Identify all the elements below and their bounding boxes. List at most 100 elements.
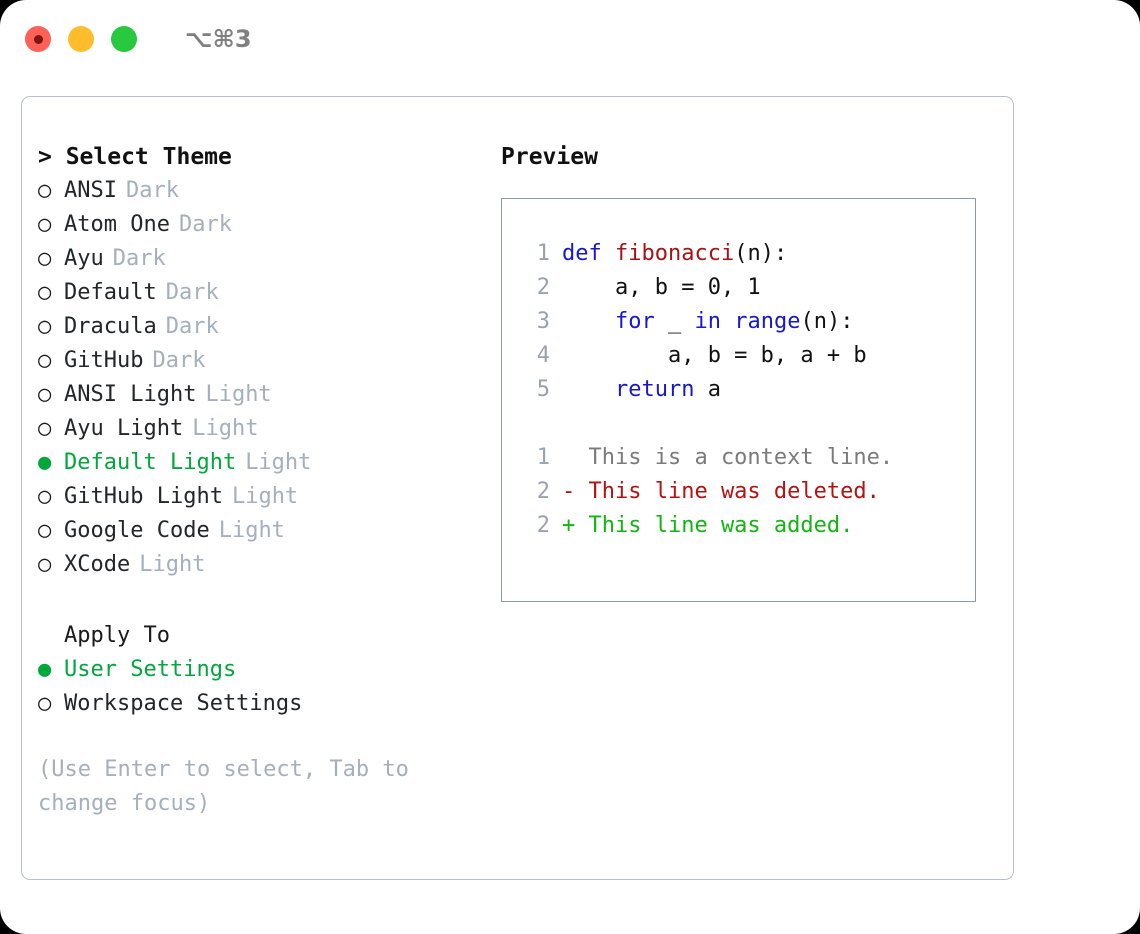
line-number: 5 (536, 377, 550, 402)
apply-to-option[interactable]: ○ Workspace Settings (38, 687, 468, 721)
theme-name: Ayu (64, 246, 104, 271)
theme-list-item[interactable]: ○ Default Dark (38, 276, 468, 310)
theme-name: Default (64, 280, 157, 305)
theme-name: Default Light (64, 450, 237, 475)
diff-line: 2 - This line was deleted. (516, 475, 975, 509)
code-line: 4 a, b = b, a + b (516, 339, 975, 373)
theme-list-item[interactable]: ○ Google Code Light (38, 514, 468, 548)
code-line: 5 return a (516, 373, 975, 407)
theme-name: XCode (64, 552, 131, 577)
code-token: return (614, 377, 695, 402)
theme-name: Ayu Light (64, 416, 184, 441)
theme-list-item[interactable]: ○ XCode Light (38, 548, 468, 582)
theme-variant-tag: Dark (165, 314, 219, 339)
code-token: a, b = b, a + b (562, 343, 867, 368)
code-token: a, b = 0, 1 (562, 275, 761, 300)
keyboard-shortcut-label: ⌥⌘3 (185, 25, 252, 53)
code-token: a (694, 377, 721, 402)
code-text: for _ in range(n): (562, 305, 853, 339)
section-spacer (38, 582, 468, 619)
theme-name: GitHub (64, 348, 144, 373)
theme-variant-tag: Dark (125, 178, 179, 203)
radio-unselected-icon: ○ (38, 314, 52, 339)
theme-list-item[interactable]: ○ Atom One Dark (38, 208, 468, 242)
radio-unselected-icon: ○ (38, 280, 52, 305)
theme-picker-title: > Select Theme (38, 144, 232, 170)
apply-to-label: User Settings (64, 657, 237, 682)
line-number: 4 (536, 343, 550, 368)
title-bar: ⌥⌘3 (0, 0, 1140, 78)
code-token: in (694, 309, 721, 334)
apply-to-list: ● User Settings ○ Workspace Settings (38, 653, 468, 721)
theme-list-item[interactable]: ○ GitHub Dark (38, 344, 468, 378)
theme-name: Atom One (64, 212, 170, 237)
code-token: (n): (800, 309, 854, 334)
diff-sample: 1 This is a context line. 2 - This line wa… (516, 441, 975, 543)
diff-text: + This line was added. (562, 513, 854, 538)
code-line: 3 for _ in range(n): (516, 305, 975, 339)
theme-name: Google Code (64, 518, 210, 543)
theme-variant-tag: Light (139, 552, 206, 577)
code-token (562, 309, 615, 334)
code-token: def (562, 241, 615, 266)
code-text: return a (562, 373, 721, 407)
code-token: _ (654, 309, 695, 334)
theme-list-item[interactable]: ○ Ayu Dark (38, 242, 468, 276)
code-token: range (734, 309, 801, 334)
apply-to-option[interactable]: ● User Settings (38, 653, 468, 687)
keyboard-hint: (Use Enter to select, Tab to change focu… (38, 757, 409, 816)
line-number: 1 (536, 445, 550, 470)
theme-list-item[interactable]: ○ Dracula Dark (38, 310, 468, 344)
theme-variant-tag: Dark (178, 212, 232, 237)
radio-unselected-icon: ○ (38, 518, 52, 543)
radio-selected-icon: ● (38, 450, 52, 475)
theme-variant-tag: Light (205, 382, 272, 407)
radio-unselected-icon: ○ (38, 246, 52, 271)
theme-variant-tag: Light (192, 416, 259, 441)
radio-unselected-icon: ○ (38, 348, 52, 373)
radio-unselected-icon: ○ (38, 552, 52, 577)
close-button[interactable] (25, 26, 51, 52)
line-number: 2 (536, 513, 550, 538)
code-token: (n): (734, 241, 788, 266)
theme-variant-tag: Dark (112, 246, 166, 271)
radio-selected-icon: ● (38, 657, 52, 682)
code-token (721, 309, 734, 334)
radio-unselected-icon: ○ (38, 178, 52, 203)
maximize-button[interactable] (111, 26, 137, 52)
line-number: 2 (536, 479, 550, 504)
theme-variant-tag: Light (218, 518, 285, 543)
window-controls (25, 26, 137, 52)
radio-unselected-icon: ○ (38, 212, 52, 237)
code-line: 2 a, b = 0, 1 (516, 271, 975, 305)
code-text: a, b = b, a + b (562, 339, 867, 373)
diff-line: 1 This is a context line. (516, 441, 975, 475)
code-token (562, 377, 615, 402)
apply-to-label: Workspace Settings (64, 691, 303, 716)
minimize-button[interactable] (68, 26, 94, 52)
preview-title: Preview (501, 144, 598, 170)
line-number: 3 (536, 309, 550, 334)
radio-unselected-icon: ○ (38, 691, 52, 716)
theme-variant-tag: Dark (165, 280, 219, 305)
theme-variant-tag: Dark (152, 348, 206, 373)
diff-line: 2 + This line was added. (516, 509, 975, 543)
theme-name: Dracula (64, 314, 157, 339)
code-text: def fibonacci(n): (562, 237, 787, 271)
theme-name: GitHub Light (64, 484, 223, 509)
diff-text: - This line was deleted. (562, 479, 880, 504)
radio-unselected-icon: ○ (38, 382, 52, 407)
apply-to-title: Apply To (64, 623, 170, 648)
